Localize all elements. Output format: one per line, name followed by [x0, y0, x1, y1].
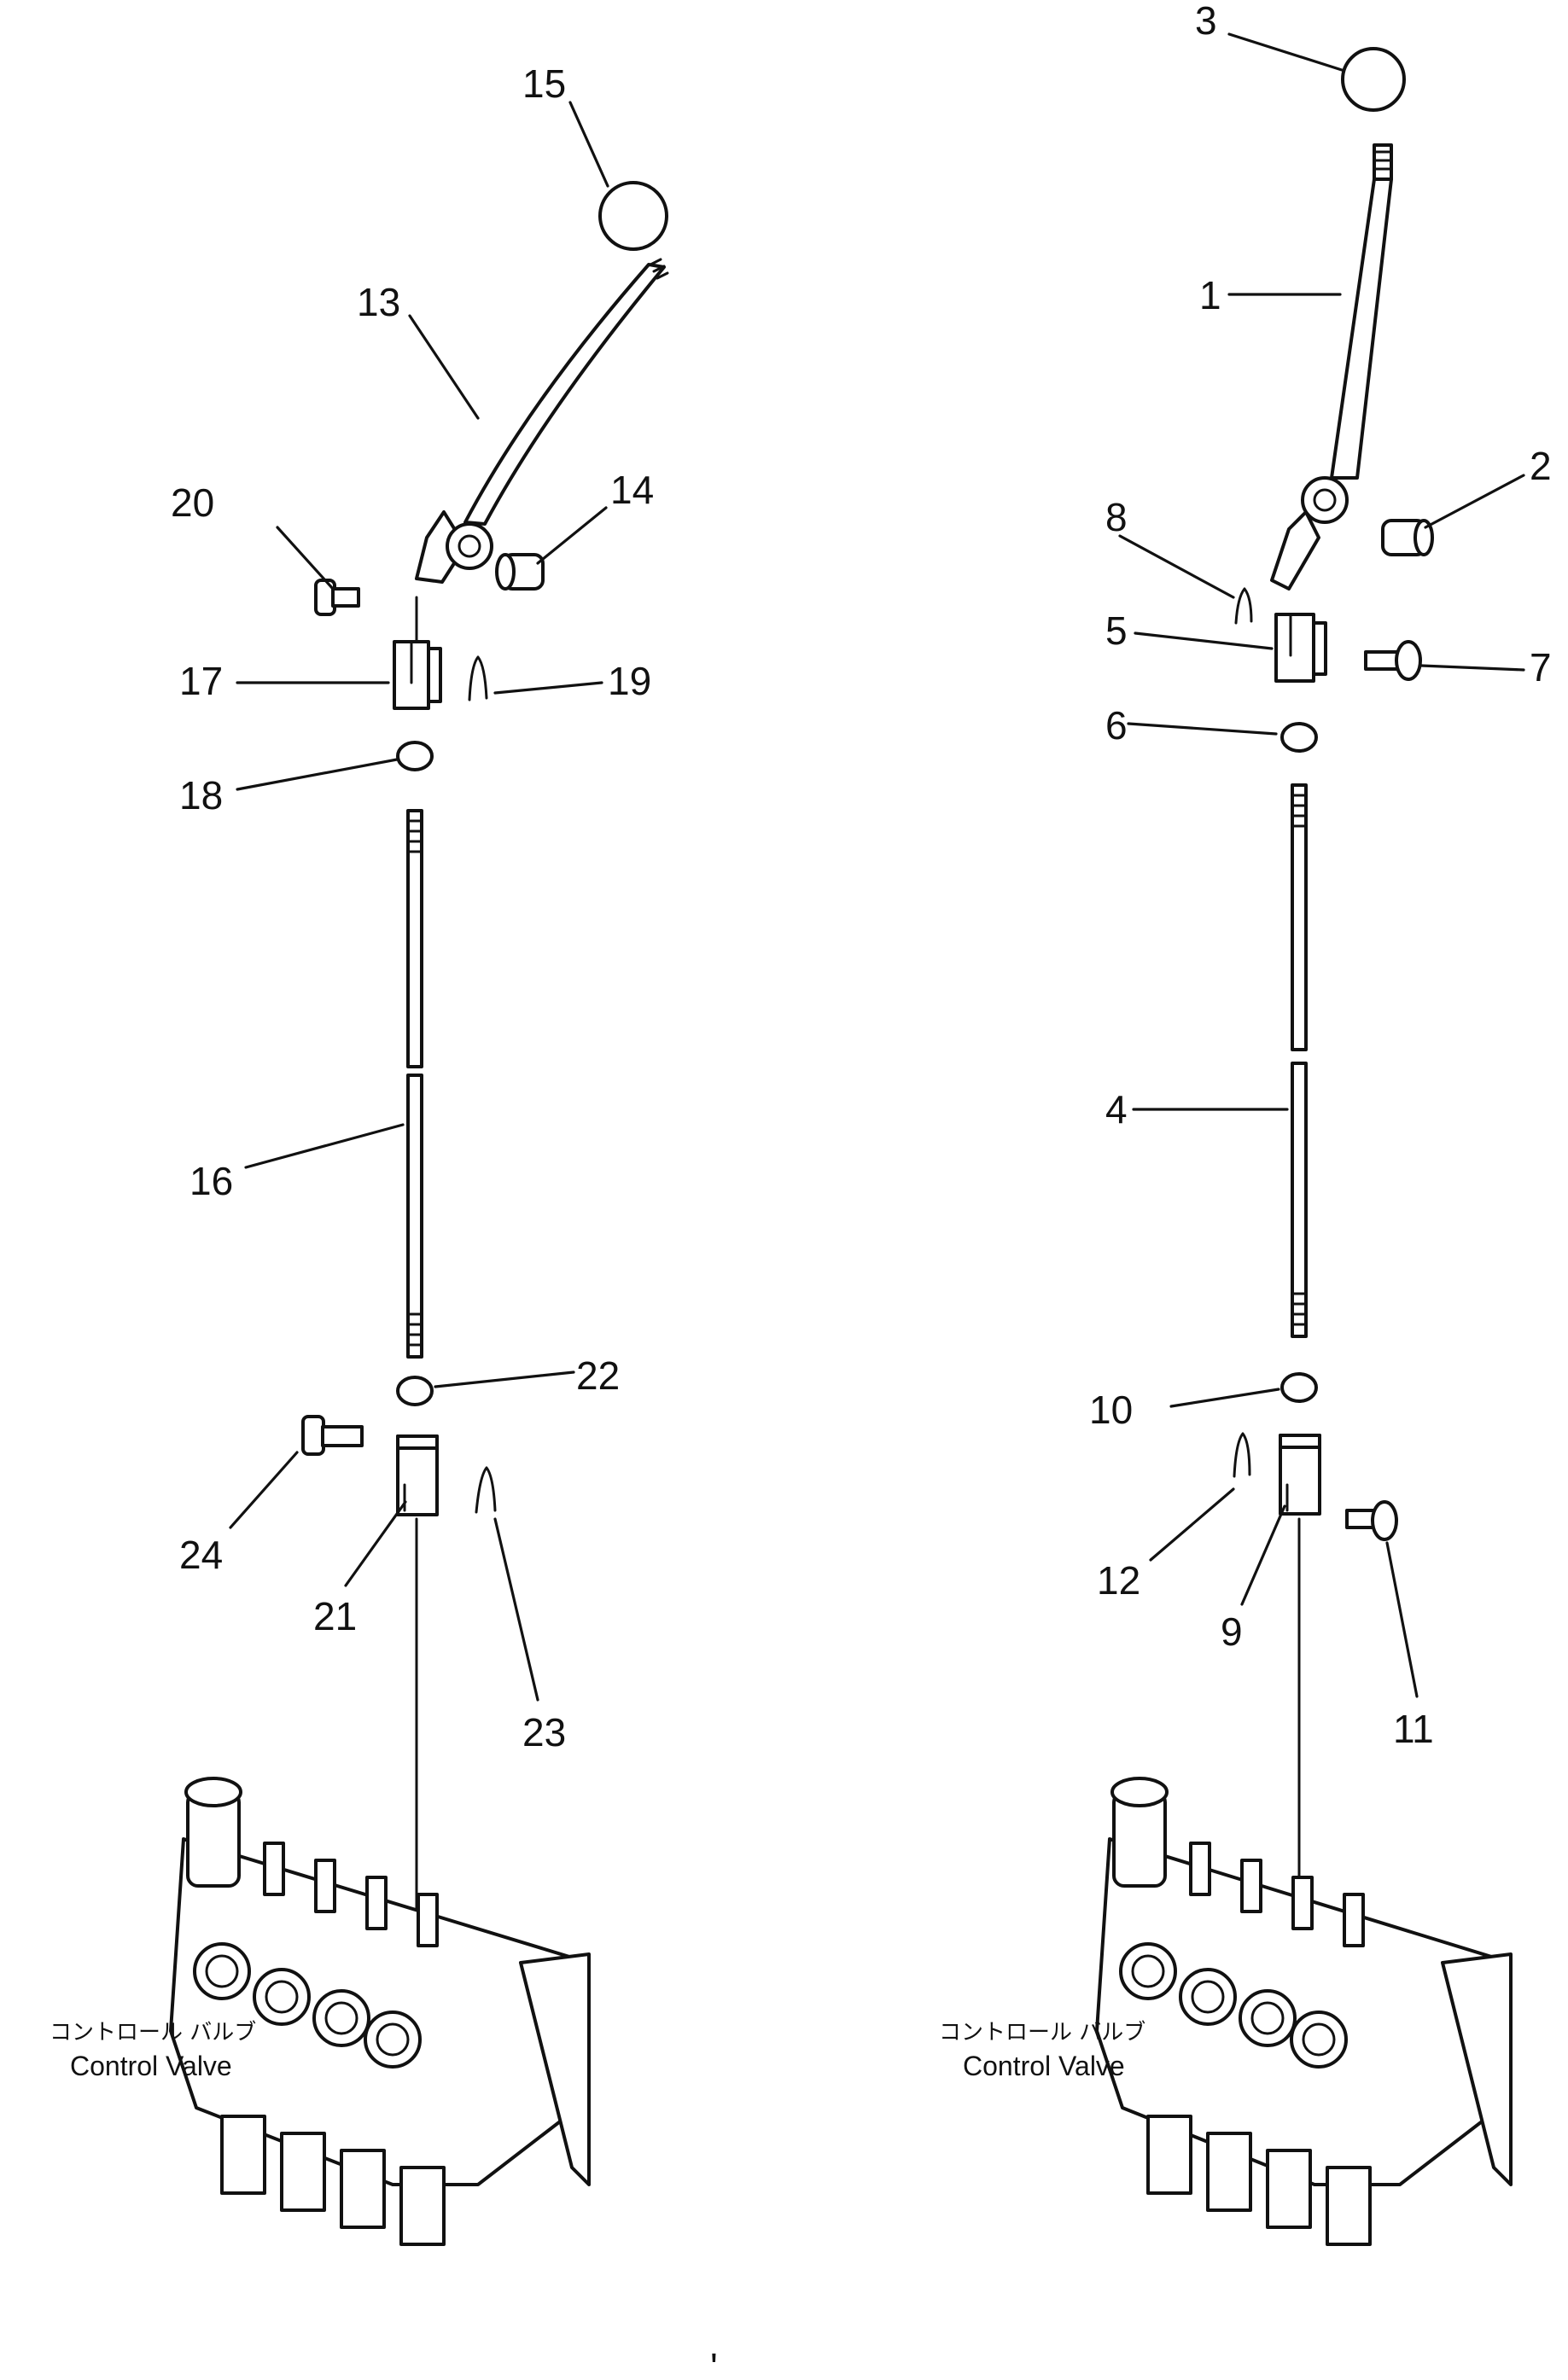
- callout-22: 22: [576, 1353, 620, 1398]
- nut-22: [396, 1376, 434, 1406]
- cotter-pin-8: [1234, 587, 1253, 625]
- callout-10: 10: [1089, 1388, 1133, 1432]
- clevis-9: [1279, 1434, 1321, 1516]
- nut-18: [396, 741, 434, 771]
- leader-lines: [229, 32, 1525, 1702]
- callout-14: 14: [610, 468, 654, 512]
- pin-7: [1364, 640, 1422, 681]
- callout-17: 17: [179, 659, 223, 703]
- pin-20: [314, 579, 360, 616]
- pin-11: [1345, 1500, 1398, 1541]
- callout-23: 23: [522, 1710, 566, 1754]
- callout-3: 3: [1195, 0, 1217, 43]
- knob-15: [598, 181, 668, 251]
- callout-4: 4: [1105, 1087, 1128, 1132]
- callout-11: 11: [1393, 1707, 1434, 1751]
- pin-24: [301, 1415, 364, 1456]
- valve-label-jp-left: コントロール バルブ: [50, 2020, 256, 2045]
- cotter-pin-12: [1233, 1432, 1251, 1478]
- rod-16: [406, 809, 423, 1359]
- valve-label-en-left: Control Valve: [70, 2051, 232, 2081]
- callout-13: 13: [357, 280, 400, 324]
- callout-7: 7: [1530, 645, 1552, 690]
- callout-9: 9: [1221, 1609, 1243, 1654]
- nut-10: [1280, 1372, 1318, 1403]
- callout-18: 18: [179, 773, 223, 818]
- valve-label-en-right: Control Valve: [963, 2051, 1125, 2081]
- valve-labels: コントロール バルブ Control Valve コントロール バルブ Cont…: [50, 2020, 1145, 2081]
- lever-13: [415, 258, 669, 584]
- bushing-14: [495, 553, 545, 591]
- footer-mark: ': [710, 2345, 718, 2380]
- control-valve-right: [1095, 1777, 1513, 2246]
- callout-15: 15: [522, 61, 566, 106]
- right-assembly: [1095, 47, 1513, 2246]
- clevis-17: [393, 640, 442, 710]
- cotter-pin-23: [475, 1466, 497, 1514]
- left-assembly: [169, 181, 669, 2246]
- callout-12: 12: [1097, 1558, 1140, 1603]
- nut-6: [1280, 722, 1318, 753]
- bushing-2: [1381, 519, 1434, 556]
- callout-1: 1: [1199, 273, 1221, 317]
- lever-1: [1270, 143, 1393, 591]
- callout-21: 21: [313, 1594, 357, 1638]
- clevis-5: [1274, 613, 1327, 683]
- knob-3: [1341, 47, 1406, 112]
- callout-numbers: 15 13 20 14 17 19 18 16 22 24 21 23 3 1 …: [171, 0, 1552, 1754]
- callout-6: 6: [1105, 703, 1128, 748]
- callout-2: 2: [1530, 444, 1552, 488]
- callout-5: 5: [1105, 608, 1128, 653]
- cotter-pin-19: [468, 655, 488, 701]
- rod-4: [1291, 783, 1308, 1338]
- callout-24: 24: [179, 1533, 223, 1577]
- callout-19: 19: [608, 659, 651, 703]
- callout-8: 8: [1105, 495, 1128, 539]
- callout-20: 20: [171, 480, 214, 525]
- callout-16: 16: [189, 1159, 233, 1203]
- control-valve-left: [169, 1777, 591, 2246]
- valve-label-jp-right: コントロール バルブ: [939, 2020, 1145, 2045]
